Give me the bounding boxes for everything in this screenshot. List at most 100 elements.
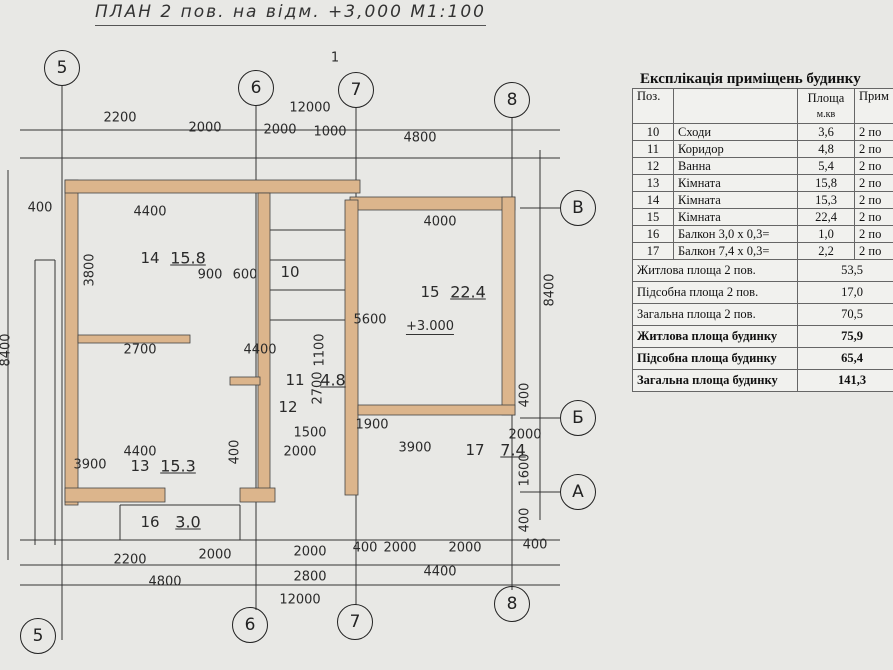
- cell-pos: 10: [632, 123, 674, 141]
- summary-row: Загальна площа 2 пов.70,5: [632, 303, 893, 326]
- summary-row: Житлова площа 2 пов.53,5: [632, 259, 893, 282]
- room-number: 13: [130, 457, 150, 475]
- level-mark: +3.000: [405, 319, 455, 335]
- axis-marker-bottom: 7: [337, 604, 373, 640]
- dimension-label: 900: [197, 267, 223, 283]
- dimension-label: 2000: [448, 540, 482, 556]
- room-number: 11: [285, 371, 305, 389]
- dimension-label: 12000: [289, 100, 331, 116]
- dimension-label: 4800: [148, 574, 182, 590]
- dimension-label: 8400: [542, 273, 558, 307]
- room-number: 12: [278, 398, 298, 416]
- summary-value: 65,4: [797, 347, 893, 370]
- cell-area: 3,6: [797, 123, 855, 141]
- dimension-label: 400: [352, 540, 378, 556]
- wall: [239, 487, 276, 503]
- cell-area: 5,4: [797, 157, 855, 175]
- summary-label: Загальна площа 2 пов.: [632, 303, 798, 326]
- cell-name: Сходи: [673, 123, 798, 141]
- wall: [64, 179, 79, 506]
- summary-value: 53,5: [797, 259, 893, 282]
- header-pos: Поз.: [632, 88, 674, 124]
- axis-marker-top: 6: [238, 70, 274, 106]
- room-area: 4.8: [320, 370, 346, 390]
- cell-name: Кімната: [673, 208, 798, 226]
- summary-label: Житлова площа 2 пов.: [632, 259, 798, 282]
- dimension-label: 1100: [312, 333, 328, 367]
- cell-pos: 12: [632, 157, 674, 175]
- dimension-label: 5600: [353, 312, 387, 328]
- cell-name: Кімната: [673, 191, 798, 209]
- summary-label: Підсобна площа будинку: [632, 347, 798, 370]
- cell-note: 2 по: [854, 191, 893, 209]
- dimension-label: 1000: [313, 124, 347, 140]
- table-title: Експлікація приміщень будинку: [640, 71, 861, 87]
- wall: [357, 404, 516, 416]
- cell-name: Кімната: [673, 174, 798, 192]
- plan-title: ПЛАН 2 пов. на відм. +3,000 М1:100: [95, 2, 486, 26]
- cell-note: 2 по: [854, 140, 893, 158]
- dimension-label: 2200: [103, 110, 137, 126]
- room-area: 22.4: [450, 282, 486, 302]
- cell-area: 15,8: [797, 174, 855, 192]
- dimension-label: 2700: [310, 371, 326, 405]
- dimension-label: 2000: [293, 544, 327, 560]
- cell-name: Балкон 3,0 х 0,3=: [673, 225, 798, 243]
- wall: [349, 196, 516, 211]
- cell-area: 15,3: [797, 191, 855, 209]
- summary-value: 70,5: [797, 303, 893, 326]
- wall: [77, 334, 191, 344]
- dimension-label: 2000: [383, 540, 417, 556]
- room-number: 16: [140, 513, 160, 531]
- axis-marker-bottom: 8: [494, 586, 530, 622]
- cell-name: Ванна: [673, 157, 798, 175]
- cell-note: 2 по: [854, 208, 893, 226]
- room-number: 14: [140, 249, 160, 267]
- dimension-label: 4400: [123, 444, 157, 460]
- room-number: 17: [465, 441, 485, 459]
- cell-pos: 16: [632, 225, 674, 243]
- summary-label: Загальна площа будинку: [632, 369, 798, 392]
- section-mark: 1: [330, 50, 340, 66]
- dimension-label: 3800: [82, 253, 98, 287]
- axis-marker-bottom: 5: [20, 618, 56, 654]
- dimension-label: 2700: [123, 342, 157, 358]
- summary-label: Житлова площа будинку: [632, 325, 798, 348]
- axis-marker-bottom: 6: [232, 607, 268, 643]
- wall: [64, 179, 361, 194]
- dimension-label: 4400: [133, 204, 167, 220]
- cell-pos: 17: [632, 242, 674, 260]
- cell-note: 2 по: [854, 157, 893, 175]
- header-area-unit: м.кв: [816, 109, 836, 120]
- dimension-label: 2200: [113, 552, 147, 568]
- dimension-label: 4800: [403, 130, 437, 146]
- summary-row: Підсобна площа 2 пов.17,0: [632, 281, 893, 304]
- room-number: 15: [420, 283, 440, 301]
- cell-pos: 13: [632, 174, 674, 192]
- axis-marker-top: 8: [494, 82, 530, 118]
- header-note: Прим: [854, 88, 893, 124]
- wall: [64, 487, 166, 503]
- summary-value: 75,9: [797, 325, 893, 348]
- dimension-label: 12000: [279, 592, 321, 608]
- dimension-label: 400: [522, 537, 548, 553]
- cell-pos: 15: [632, 208, 674, 226]
- room-area: 15.3: [160, 456, 196, 476]
- dimension-label: 2000: [188, 120, 222, 136]
- dimension-label: 2000: [508, 427, 542, 443]
- dimension-label: 4000: [423, 214, 457, 230]
- dimension-label: 400: [27, 200, 53, 216]
- dimension-label: 2000: [198, 547, 232, 563]
- cell-area: 1,0: [797, 225, 855, 243]
- wall: [501, 196, 516, 416]
